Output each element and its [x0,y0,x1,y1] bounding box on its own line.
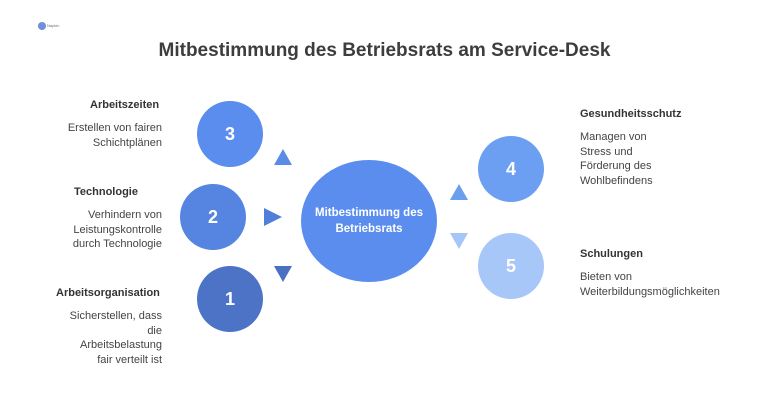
desc-line: Bieten von [580,271,632,283]
center-label: Mitbestimmung des Betriebsrats [315,207,423,235]
heading-arbeitszeiten: Arbeitszeiten [90,99,160,111]
circle-number: 4 [505,158,516,179]
heading-gesundheitsschutz: Gesundheitsschutz [580,108,682,120]
arrow-up-icon [450,184,468,200]
heading-technologie: Technologie [74,186,138,198]
desc-line: Erstellen von fairen [67,122,162,134]
heading-schulungen: Schulungen [580,248,643,260]
desc-line: Wohlbefindens [580,174,653,187]
desc-line: Sicherstellen, dass [69,310,162,322]
logo-text: Napkin [47,23,60,28]
desc-line: durch Technologie [72,238,162,250]
circle-2: 2 [180,184,246,250]
desc-line: Stress und [580,145,633,158]
arrow-right-icon [264,208,282,226]
arrow-down-icon [450,233,468,249]
circle-number: 5 [505,255,516,276]
desc-line: die [147,324,162,337]
desc-arbeitszeiten: Erstellen von fairen Schichtplänen [68,121,162,150]
desc-line: Schichtplänen [92,136,162,149]
desc-line: Managen von [580,131,647,143]
circle-5: 5 [478,233,544,299]
arrow-down-icon [274,266,292,282]
desc-gesundheitsschutz: Managen von Stress und Förderung des Woh… [580,130,653,188]
napkin-logo-icon [38,22,46,30]
heading-arbeitsorganisation: Arbeitsorganisation [56,287,160,299]
diagram-title: Mitbestimmung des Betriebsrats am Servic… [158,40,611,61]
desc-line: Arbeitsbelastung [80,339,162,351]
circle-4: 4 [478,136,544,202]
desc-line: Weiterbildungsmöglichkeiten [580,285,720,298]
desc-technologie: Verhindern von Leistungskontrolle durch … [73,208,162,252]
circle-number: 3 [224,123,235,144]
desc-line: fair verteilt ist [97,353,162,366]
circle-number: 2 [207,206,218,227]
circle-1: 1 [197,266,263,332]
desc-line: Leistungskontrolle [73,223,162,236]
circle-3: 3 [197,101,263,167]
center-circle: Mitbestimmung des Betriebsrats [301,160,437,282]
arrow-up-icon [274,149,292,165]
logo: Napkin [38,21,64,35]
desc-arbeitsorganisation: Sicherstellen, dass die Arbeitsbelastung… [70,309,162,367]
circle-number: 1 [224,288,235,309]
desc-line: Verhindern von [88,209,162,221]
desc-line: Förderung des [580,160,652,172]
desc-schulungen: Bieten von Weiterbildungsmöglichkeiten [580,270,720,299]
